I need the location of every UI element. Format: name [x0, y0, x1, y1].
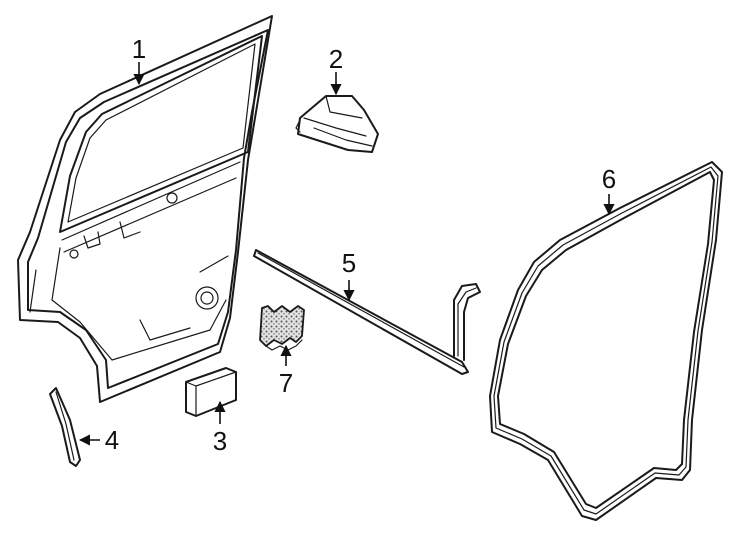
- insulator-part: [259, 305, 305, 351]
- callout-7: 7: [279, 368, 293, 398]
- foam-pad-part: [185, 367, 237, 417]
- door-shell-part: [17, 15, 273, 403]
- belt-strip-part: [49, 387, 81, 467]
- door-seal-part: [489, 161, 723, 521]
- callout-6: 6: [602, 164, 616, 194]
- callout-4: 4: [105, 425, 119, 455]
- callout-3: 3: [213, 426, 227, 456]
- callout-2: 2: [329, 44, 343, 74]
- weatherstrip-channel-part: [253, 249, 481, 375]
- callout-5: 5: [342, 248, 356, 278]
- callout-1: 1: [132, 34, 146, 64]
- bracket-part: [295, 95, 379, 153]
